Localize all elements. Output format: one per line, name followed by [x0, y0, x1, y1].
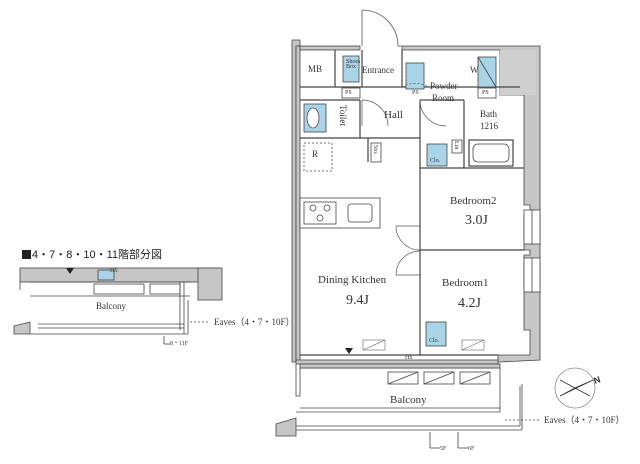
interior-walls [300, 50, 524, 356]
label-bedroom1: Bedroom1 [442, 277, 489, 289]
balcony [275, 363, 540, 449]
label-ps-3: PS [482, 90, 489, 96]
room-marks [345, 339, 485, 354]
label-dining-kitchen: Dining Kitchen [318, 274, 387, 286]
label-mb: MB [308, 64, 323, 74]
label-ref: R [312, 149, 319, 159]
label-powder-1: Powder [430, 81, 458, 91]
label-balcony: Balcony [390, 394, 427, 406]
label-hs: HS [405, 355, 413, 361]
label-ps-2: PS [412, 90, 419, 96]
label-bedroom1-size: 4.2J [458, 296, 481, 311]
label-eaves: Eaves（4・7・10F） [544, 415, 625, 425]
label-hall: Hall [384, 109, 403, 121]
partial-eaves: Eaves（4・7・10F） [214, 317, 295, 327]
label-washer: W [470, 65, 479, 75]
square-marker-icon [22, 250, 31, 259]
fixtures [299, 55, 514, 347]
partial-plan-title: 4・7・8・10・11階部分図 [22, 246, 162, 262]
label-entrance: Entrance [362, 65, 394, 75]
room-doors [361, 60, 447, 276]
label-powder-2: Room [432, 93, 455, 103]
label-ps-1: PS [345, 90, 352, 96]
partial-floor-note: 8・11F [170, 341, 189, 347]
label-5f: 5F [440, 446, 447, 452]
windows [523, 209, 541, 293]
main-walls [291, 39, 541, 365]
label-closet-2: Clo. [429, 338, 440, 344]
label-dining-size: 9.4J [346, 293, 369, 308]
partial-hs: HS [110, 268, 118, 274]
label-closet-1: Clo. [430, 158, 441, 164]
label-bedroom2-size: 3.0J [465, 213, 488, 228]
compass-icon [554, 367, 596, 409]
entrance-door [361, 9, 402, 47]
partial-plan-title-text: 4・7・8・10・11階部分図 [32, 249, 163, 261]
label-bath-size: 1216 [480, 121, 498, 131]
label-toilet: Toilet [338, 105, 348, 126]
label-linen: Lin [453, 141, 459, 150]
partial-balcony: Balcony [96, 301, 126, 311]
label-bath: Bath [480, 109, 497, 119]
label-bedroom2: Bedroom2 [450, 195, 497, 207]
label-6f: 6F [468, 446, 475, 452]
label-shoes-box: Shoes Box [346, 59, 361, 71]
label-storage: Sto. [372, 145, 378, 155]
partial-plan [13, 267, 223, 345]
